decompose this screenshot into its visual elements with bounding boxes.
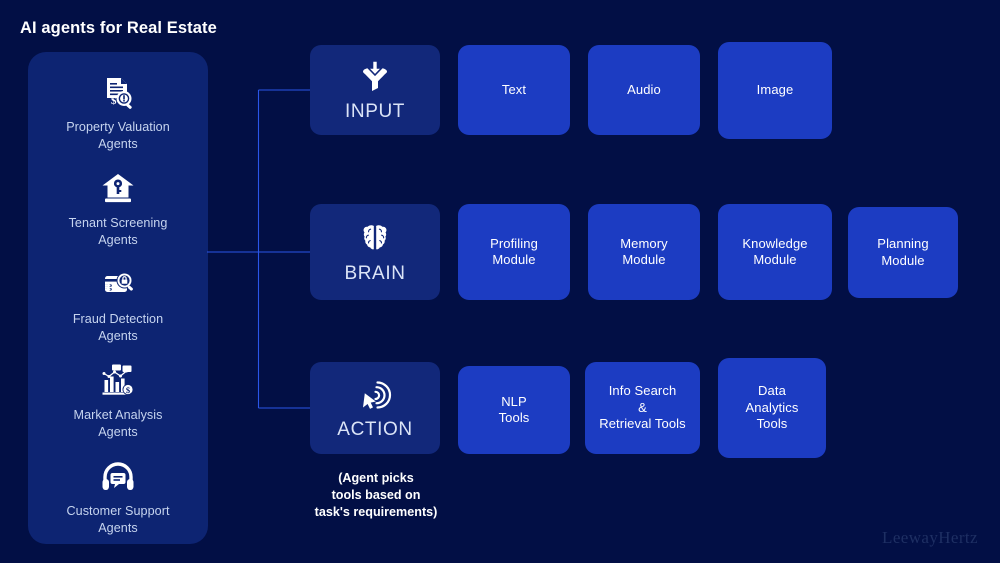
brain-icon [355, 219, 395, 259]
stage-name: INPUT [345, 101, 405, 122]
action-note: (Agent picks tools based on task's requi… [314, 471, 438, 519]
leewayhertz-watermark: LeewayHertz [882, 528, 978, 547]
node-label: Planning Module [877, 236, 929, 268]
stage-name: BRAIN [344, 263, 406, 284]
node-label: Knowledge Module [742, 235, 808, 268]
node-label: Audio [627, 81, 661, 97]
node-info-search-retrieval-tools[interactable]: Info Search & Retrieval Tools [585, 362, 700, 454]
agents-sidebar: $ Property Valuation Agents Te [28, 52, 208, 544]
sidebar-item-tenant-screening[interactable]: Tenant Screening Agents [28, 168, 208, 248]
node-memory-module[interactable]: Memory Module [588, 204, 700, 300]
node-label: Text [501, 81, 527, 97]
sidebar-item-customer-support[interactable]: Customer Support Agents [28, 456, 208, 536]
stage-node-brain[interactable]: BRAIN [310, 204, 440, 300]
sidebar-item-market-analysis[interactable]: $ Market Analysis Agents [28, 360, 208, 440]
stage-name: ACTION [337, 419, 413, 440]
node-text[interactable]: Text [458, 45, 570, 135]
document-magnifier-icon: $ [97, 72, 139, 114]
sidebar-item-label: Fraud Detection Agents [72, 312, 164, 343]
node-label: NLP Tools [498, 393, 530, 426]
node-label: Memory Module [620, 235, 668, 268]
node-nlp-tools[interactable]: NLP Tools [458, 366, 570, 454]
node-label: Profiling Module [490, 235, 538, 268]
node-planning-module[interactable]: Planning Module [848, 207, 958, 298]
page-title: AI agents for Real Estate [20, 19, 217, 37]
node-profiling-module[interactable]: Profiling Module [458, 204, 570, 300]
stage-node-input[interactable]: INPUT [310, 45, 440, 135]
svg-text:$: $ [111, 95, 117, 107]
bar-chart-dollar-icon: $ [97, 360, 139, 402]
headset-chat-icon [97, 456, 139, 498]
node-knowledge-module[interactable]: Knowledge Module [718, 204, 832, 300]
sidebar-item-label: Tenant Screening Agents [68, 216, 168, 247]
sidebar-item-label: Property Valuation Agents [66, 120, 170, 151]
svg-text:$: $ [126, 385, 131, 395]
sidebar-item-label: Customer Support Agents [66, 504, 170, 535]
node-label: Image [756, 82, 794, 98]
node-label: Data Analytics Tools [745, 383, 799, 432]
sidebar-item-property-valuation[interactable]: $ Property Valuation Agents [28, 72, 208, 152]
house-key-icon [97, 168, 139, 210]
funnel-download-icon [355, 57, 395, 97]
cursor-click-icon [355, 375, 395, 415]
sidebar-item-fraud-detection[interactable]: Fraud Detection Agents [28, 264, 208, 344]
stage-node-action[interactable]: ACTION [310, 362, 440, 454]
node-audio[interactable]: Audio [588, 45, 700, 135]
node-label: Info Search & Retrieval Tools [599, 383, 686, 432]
sidebar-item-label: Market Analysis Agents [73, 408, 163, 439]
node-data-analytics-tools[interactable]: Data Analytics Tools [718, 358, 826, 458]
node-image[interactable]: Image [718, 42, 832, 139]
card-lock-magnifier-icon [97, 264, 139, 306]
